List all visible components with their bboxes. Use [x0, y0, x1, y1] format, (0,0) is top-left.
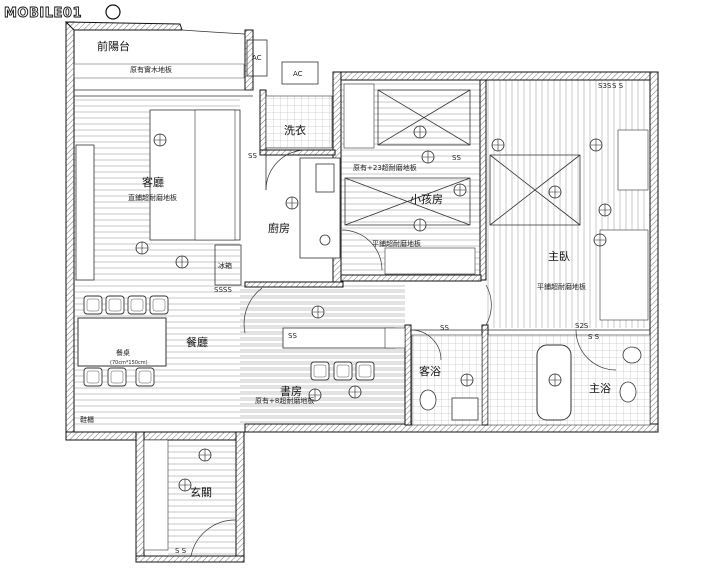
- room-front-balcony: 前陽台: [97, 39, 130, 53]
- switch-code: S S: [175, 547, 187, 555]
- master-cabinet: [617, 129, 649, 191]
- ac-unit-1: [246, 39, 268, 77]
- switch-code: S S: [588, 333, 600, 341]
- ceiling-light-icon: [548, 373, 562, 387]
- chair: [83, 295, 103, 315]
- note-kids-closet: 平鋪超耐磨地板: [372, 239, 421, 248]
- room-living: 客廳: [142, 175, 164, 189]
- chair: [107, 367, 127, 387]
- fixtures: AC AC 冰箱 餐桌 (70cm*150cm): [73, 39, 651, 551]
- kids-closet-1: [377, 89, 471, 146]
- ceiling-light-icon: [311, 305, 325, 319]
- light-markers: [135, 125, 612, 492]
- room-labels: 前陽台 客廳 廚房 小孩房 主臥 餐廳 書房 客浴 主浴 玄關 洗衣: [97, 39, 611, 499]
- note-living: 直鋪超耐磨地板: [128, 193, 177, 202]
- ceiling-light-icon: [308, 388, 322, 402]
- switch-code: SS: [452, 154, 461, 162]
- room-guest-bath: 客浴: [419, 364, 441, 378]
- room-kitchen: 廚房: [268, 221, 290, 235]
- guest-sink: [451, 397, 479, 421]
- room-kids: 小孩房: [410, 193, 443, 206]
- ceiling-light-icon: [348, 385, 362, 399]
- note-master: 平鋪超耐磨地板: [537, 282, 586, 291]
- shoe-cabinet-label: 鞋櫃: [80, 415, 94, 424]
- ceiling-light-icon: [491, 138, 505, 152]
- table-label: 餐桌: [116, 348, 130, 357]
- ceiling-light-icon: [198, 448, 212, 462]
- ceiling-light-icon: [548, 185, 562, 199]
- kids-closet-2: [344, 177, 471, 226]
- fridge: [214, 244, 242, 286]
- logo-text: MOBILE01: [4, 6, 82, 21]
- ac-label-2: AC: [293, 70, 303, 78]
- doors: [190, 149, 617, 557]
- kids-wardrobe: [384, 247, 476, 275]
- kitchen-sink: [315, 163, 335, 193]
- room-dining: 餐廳: [186, 335, 208, 349]
- chair: [149, 295, 169, 315]
- room-entrance: 玄關: [190, 485, 212, 499]
- guest-toilet: [419, 389, 437, 411]
- ceiling-light-icon: [589, 138, 603, 152]
- ceiling-light-icon: [413, 218, 427, 232]
- chair: [355, 361, 375, 381]
- ceiling-light-icon: [175, 255, 189, 269]
- ceiling-light-icon: [421, 150, 435, 164]
- switch-code: S3S: [598, 82, 612, 90]
- laundry-area: [265, 95, 333, 149]
- note-kids: 原有+23超耐磨地板: [353, 163, 417, 172]
- ac-label-1: AC: [252, 54, 262, 62]
- site-logo: MOBILE01: [4, 4, 121, 21]
- shoe-cabinet: [143, 439, 169, 551]
- note-study: 原有+8超耐磨地板: [255, 396, 314, 405]
- switch-code: S S: [612, 82, 624, 90]
- chair: [83, 367, 103, 387]
- room-study: 書房: [280, 384, 302, 398]
- master-bed: [489, 154, 581, 226]
- ceiling-light-icon: [153, 133, 167, 147]
- ceiling-light-icon: [598, 203, 612, 217]
- floor-notes: 原有實木地板 直鋪超耐磨地板 原有+23超耐磨地板 平鋪超耐磨地板 平鋪超耐磨地…: [128, 65, 586, 405]
- switch-code: S2S: [575, 322, 589, 330]
- ceiling-light-icon: [460, 373, 474, 387]
- room-master: 主臥: [548, 250, 570, 263]
- switch-code: SSSS: [214, 286, 232, 294]
- ceiling-light-icon: [135, 241, 149, 255]
- tv-cabinet: [75, 144, 95, 281]
- ceiling-light-icon: [285, 196, 299, 210]
- master-toilet: [619, 381, 637, 403]
- table-dim: (70cm*150cm): [110, 360, 148, 366]
- master-wardrobe: [599, 229, 649, 321]
- switch-codes: SSSS SS SS S3S SS S2S S S SS S S S S: [175, 82, 624, 555]
- ceiling-light-icon: [413, 125, 427, 139]
- study-desk: [282, 327, 396, 349]
- switch-code: SS: [248, 152, 257, 160]
- switch-code: SS: [440, 324, 449, 332]
- chair: [333, 361, 353, 381]
- chair: [135, 367, 155, 387]
- ceiling-light-icon: [453, 183, 467, 197]
- chair: [127, 295, 147, 315]
- logo-ring-icon: [105, 4, 121, 20]
- switch-code: SS: [288, 332, 297, 340]
- stove: [319, 234, 331, 246]
- ceiling-light-icon: [593, 233, 607, 247]
- chair: [310, 361, 330, 381]
- room-master-bath: 主浴: [589, 382, 611, 395]
- chair: [105, 295, 125, 315]
- ceiling-light-icon: [178, 478, 192, 492]
- note-balcony: 原有實木地板: [130, 65, 172, 74]
- room-laundry: 洗衣: [284, 123, 306, 137]
- dining-table: [77, 317, 167, 367]
- ac-unit-2: [281, 61, 319, 85]
- master-sink: [622, 346, 642, 364]
- fridge-label: 冰箱: [218, 261, 232, 270]
